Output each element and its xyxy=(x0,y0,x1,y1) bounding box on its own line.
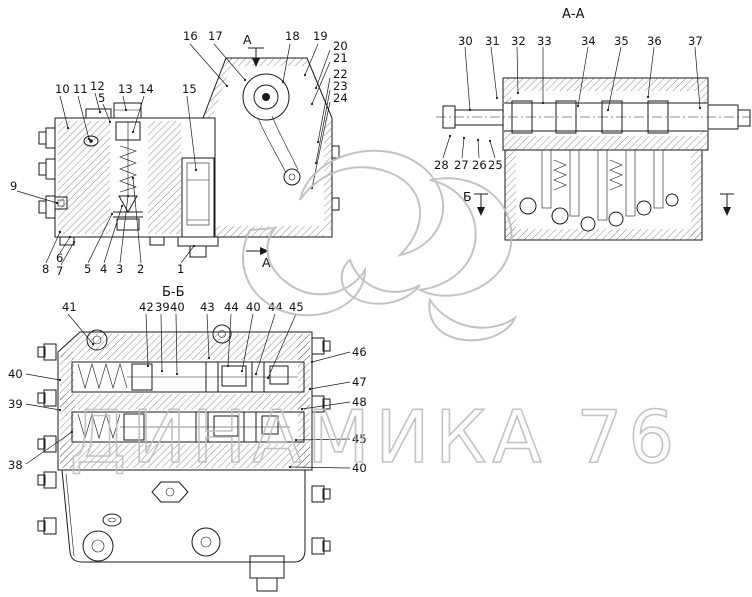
callout-18: 18 xyxy=(285,29,300,43)
callout-1: 1 xyxy=(177,262,184,276)
callout-22: 22 xyxy=(333,67,348,81)
callout-12: 12 xyxy=(90,79,105,93)
section-aa-title: А-А xyxy=(562,7,585,22)
watermark-logo-swirls xyxy=(242,149,518,342)
section-marker-a-top: А xyxy=(243,32,264,67)
callout-45-right: 45 xyxy=(352,432,367,446)
lever-knob xyxy=(242,73,301,186)
section-letter-b: Б xyxy=(463,189,472,204)
bb-leader-lines xyxy=(25,313,351,469)
cylinder-part xyxy=(177,157,219,258)
callout-3: 3 xyxy=(116,262,123,276)
callout-48: 48 xyxy=(352,395,367,409)
callout-5-bottom: 5 xyxy=(84,262,91,276)
callout-38: 38 xyxy=(8,458,23,472)
callout-28: 28 xyxy=(434,158,449,172)
callout-39-top: 39 xyxy=(155,300,170,314)
callout-11: 11 xyxy=(73,82,88,96)
section-marker-b-right xyxy=(720,193,734,216)
callout-24: 24 xyxy=(333,91,348,105)
callout-17: 17 xyxy=(208,29,223,43)
callout-4: 4 xyxy=(100,262,107,276)
callout-30: 30 xyxy=(458,34,473,48)
callout-31: 31 xyxy=(485,34,500,48)
callout-36: 36 xyxy=(647,34,662,48)
side-callouts: 16 17 18 19 20 21 22 23 24 10 11 12 5 13… xyxy=(10,29,348,278)
callout-45-top: 45 xyxy=(289,300,304,314)
callout-14: 14 xyxy=(139,82,154,96)
callout-40-top: 40 xyxy=(170,300,185,314)
callout-19: 19 xyxy=(313,29,328,43)
callout-16: 16 xyxy=(183,29,198,43)
callout-20: 20 xyxy=(333,39,348,53)
aa-leader-lines xyxy=(442,46,702,159)
callout-40-left: 40 xyxy=(8,367,23,381)
section-letter-a: А xyxy=(243,32,252,47)
watermark: ДИНАМИКА 76 xyxy=(69,149,680,480)
callout-9: 9 xyxy=(10,179,17,193)
callout-42: 42 xyxy=(139,300,154,314)
left-flange-bolts xyxy=(38,127,68,219)
section-marker-b-left: Б xyxy=(463,189,488,216)
callout-35: 35 xyxy=(614,34,629,48)
bb-right-bolts xyxy=(311,337,331,555)
callout-2: 2 xyxy=(137,262,144,276)
callout-15: 15 xyxy=(182,82,197,96)
callout-13: 13 xyxy=(118,82,133,96)
callout-21: 21 xyxy=(333,51,348,65)
callout-6: 6 xyxy=(56,251,63,265)
callout-27: 27 xyxy=(454,158,469,172)
callout-41: 41 xyxy=(62,300,77,314)
callout-46: 46 xyxy=(352,345,367,359)
callout-23: 23 xyxy=(333,79,348,93)
callout-47: 47 xyxy=(352,375,367,389)
callout-26: 26 xyxy=(472,158,487,172)
view-side-elevation: А А xyxy=(10,29,348,278)
callout-7: 7 xyxy=(56,264,63,278)
callout-33: 33 xyxy=(537,34,552,48)
callout-32: 32 xyxy=(511,34,526,48)
callout-34: 34 xyxy=(581,34,596,48)
section-bb-title: Б-Б xyxy=(162,285,185,300)
callout-5-top: 5 xyxy=(98,91,105,105)
callout-25: 25 xyxy=(488,158,503,172)
view-section-aa: А-А xyxy=(434,7,751,241)
callout-37: 37 xyxy=(688,34,703,48)
callout-10: 10 xyxy=(55,82,70,96)
callout-43: 43 xyxy=(200,300,215,314)
callout-44-a: 44 xyxy=(224,300,239,314)
section-marker-a-bottom: А xyxy=(246,247,271,270)
callout-40-b: 40 xyxy=(246,300,261,314)
watermark-text: ДИНАМИКА 76 xyxy=(70,395,680,479)
bb-left-bolts xyxy=(37,343,57,535)
view-section-bb: Б-Б xyxy=(8,285,367,592)
callout-40-right: 40 xyxy=(352,461,367,475)
callout-39-left: 39 xyxy=(8,397,23,411)
section-letter-a: А xyxy=(262,255,271,270)
aa-callouts: 30 31 32 33 34 35 36 37 28 27 26 25 xyxy=(434,34,703,172)
callout-8: 8 xyxy=(42,262,49,276)
